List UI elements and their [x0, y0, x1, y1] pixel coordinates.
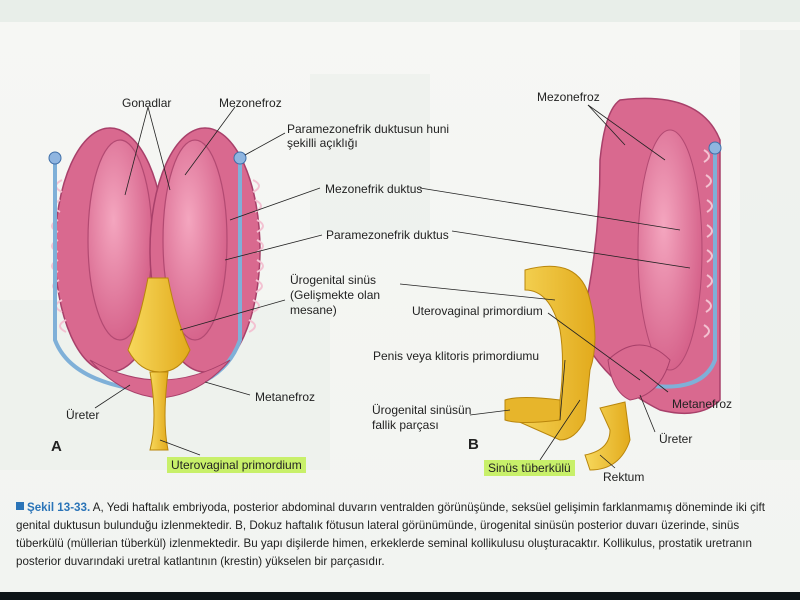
caption-bullet-icon [16, 502, 24, 510]
urogenital-sinus-b [505, 265, 596, 441]
label-urogenital-fallik: Ürogenital sinüsün fallik parçası [372, 403, 472, 432]
faded-background-text [310, 74, 430, 234]
label-metanefroz-a: Metanefroz [255, 390, 316, 404]
label-ureter-b: Üreter [659, 432, 693, 446]
caption-text: A, Yedi haftalık embriyoda, posterior ab… [16, 501, 765, 568]
caption-figure-number: Şekil 13-33. [27, 501, 91, 514]
panel-b-letter: B [468, 436, 479, 453]
label-paramezonefrik-duktus: Paramezonefrik duktus [326, 228, 449, 242]
metanephros-b [607, 344, 671, 401]
rektum [584, 401, 631, 471]
uterovaginal-primordium-a [149, 371, 169, 451]
label-penis-klitoris: Penis veya klitoris primordiumu [373, 349, 540, 363]
label-rektum: Rektum [603, 470, 645, 484]
label-metanefroz-b: Metanefroz [672, 397, 733, 411]
label-sinus-tuberkulu: Sinüs tüberkülü [484, 460, 575, 476]
label-gonadlar: Gonadlar [122, 96, 172, 110]
right-funnel [233, 151, 247, 165]
label-mezonefroz-b: Mezonefroz [537, 90, 600, 104]
gonad-b [637, 129, 703, 371]
leader-lines-b [399, 104, 691, 469]
label-paramezonefrik-huni: Paramezonefrik duktusun huni şekilli açı… [287, 122, 450, 150]
label-uterovaginal-b: Uterovaginal primordium [412, 304, 543, 318]
label-ureter-a: Üreter [66, 408, 100, 422]
right-gonad [162, 139, 228, 341]
figure-caption: Şekil 13-33. A, Yedi haftalık embriyoda,… [16, 499, 776, 571]
label-uterovaginal-a: Uterovaginal primordium [167, 457, 306, 473]
panel-a-letter: A [51, 438, 62, 455]
phallic-part [504, 397, 561, 423]
label-mezonefrik-duktus: Mezonefrik duktus [325, 182, 423, 196]
bottom-frame-bar [0, 592, 800, 600]
mesonephric-tubules-b [703, 149, 713, 338]
label-mezonefroz-a: Mezonefroz [219, 96, 282, 110]
leader-lines-a [94, 106, 323, 456]
panel-a-illustration [48, 106, 323, 456]
previous-page-strip [0, 0, 800, 22]
left-funnel [48, 151, 62, 165]
funnel-b [708, 141, 722, 155]
panel-b-illustration [399, 97, 722, 471]
faded-background-text [740, 30, 800, 460]
label-urogenital-sinus: Ürogenital sinüs (Gelişmekte olan mesane… [290, 273, 381, 317]
